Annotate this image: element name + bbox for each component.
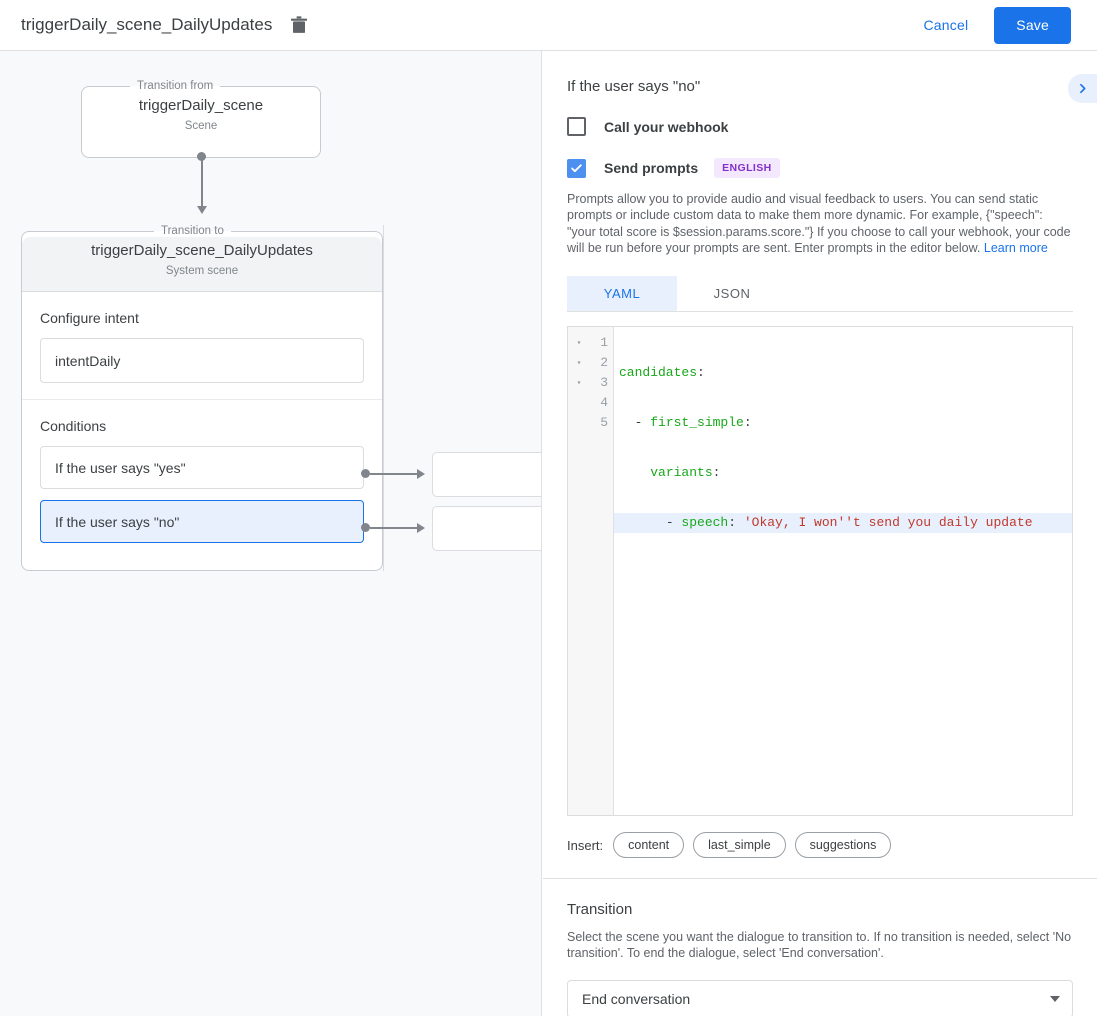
code-token-colon: : [728, 515, 744, 531]
tab-yaml[interactable]: YAML [567, 276, 677, 312]
code-dash: - [634, 415, 651, 431]
transition-to-name: triggerDaily_scene_DailyUpdates [91, 242, 313, 259]
cancel-button[interactable]: Cancel [910, 8, 983, 42]
transition-from-subtitle: Scene [184, 120, 218, 132]
transition-to-legend: Transition to [161, 225, 224, 237]
insert-chip-last-simple[interactable]: last_simple [693, 832, 786, 859]
fold-arrow-1[interactable]: ▾ [576, 339, 582, 349]
trash-icon[interactable] [286, 12, 312, 38]
fold-gutter: ▾ ▾ ▾ [568, 327, 590, 816]
tab-json[interactable]: JSON [713, 286, 751, 302]
code-token-key: variants [650, 465, 713, 481]
graph-panel: Transition from triggerDaily_scene Scene… [0, 51, 542, 1016]
prompts-description-text: Prompts allow you to provide audio and v… [567, 192, 1071, 255]
prompts-description: Prompts allow you to provide audio and v… [567, 191, 1073, 256]
edge-line-yes [370, 473, 418, 475]
transition-select-value: End conversation [582, 990, 691, 1007]
transition-to-subtitle: System scene [165, 265, 239, 277]
code-line-2: - first_simple: [614, 413, 1072, 433]
send-prompts-row[interactable]: Send prompts ENGLISH [567, 158, 1073, 178]
fold-arrow-2[interactable]: ▾ [576, 359, 582, 369]
code-token-colon: : [712, 465, 721, 481]
edge-arrow-no [417, 523, 425, 533]
code-line-1: candidates: [614, 363, 1072, 383]
insert-chip-suggestions[interactable]: suggestions [794, 832, 892, 859]
chevron-down-icon [1050, 995, 1060, 1002]
transition-select[interactable]: End conversation [567, 979, 1073, 1016]
transition-title: Transition [567, 901, 633, 919]
code-line-3: variants: [614, 463, 1072, 483]
connector-line [201, 157, 203, 209]
language-badge: ENGLISH [714, 158, 780, 178]
target-node-yes[interactable] [432, 452, 541, 497]
code-line-4: - speech: 'Okay, I won''t send you daily… [614, 513, 1072, 534]
details-panel: If the user says "no" Call your webhook … [543, 51, 1097, 1016]
line-number: 1 [600, 335, 608, 351]
send-prompts-checkbox[interactable] [567, 158, 586, 178]
line-number: 4 [600, 395, 608, 411]
save-button[interactable]: Save [994, 6, 1071, 44]
code-indent [619, 515, 666, 530]
transition-to-header[interactable]: triggerDaily_scene_DailyUpdates System s… [22, 233, 382, 292]
intent-field[interactable]: intentDaily [40, 338, 364, 383]
line-number-gutter: 1 2 3 4 5 [590, 327, 614, 816]
send-prompts-label: Send prompts [604, 160, 699, 176]
conditions-label: Conditions [40, 418, 107, 434]
format-tabs: YAML JSON [567, 276, 1073, 313]
line-number: 5 [600, 415, 608, 431]
edge-dot-no [361, 523, 370, 532]
code-indent [619, 415, 635, 430]
learn-more-link[interactable]: Learn more [983, 240, 1048, 255]
condition-item-no[interactable]: If the user says "no" [40, 500, 364, 543]
insert-chip-content[interactable]: content [613, 832, 685, 859]
code-dash: - [665, 515, 682, 531]
section-divider [543, 878, 1097, 880]
conditions-section: Conditions If the user says "yes" If the… [22, 400, 382, 559]
layout-guide [383, 225, 384, 571]
configure-intent-label: Configure intent [40, 310, 139, 326]
line-number: 3 [600, 375, 608, 391]
transition-from-node[interactable]: Transition from triggerDaily_scene Scene [81, 80, 321, 158]
insert-row: Insert: content last_simple suggestions [567, 832, 1073, 859]
page-title: triggerDaily_scene_DailyUpdates [21, 15, 273, 34]
code-token-key: first_simple [650, 415, 744, 431]
transition-section: Transition Select the scene you want the… [543, 901, 1097, 1016]
configure-intent-section: Configure intent intentDaily [22, 292, 382, 400]
code-line-5 [614, 563, 1072, 583]
code-content[interactable]: candidates: - first_simple: variants: - … [614, 327, 1072, 815]
code-token-key: candidates [619, 365, 698, 381]
transition-from-legend: Transition from [137, 80, 214, 92]
fold-arrow-3[interactable]: ▾ [576, 379, 582, 389]
transition-to-node: Transition to triggerDaily_scene_DailyUp… [21, 225, 383, 571]
edge-line-no [370, 527, 418, 529]
details-title: If the user says "no" [567, 78, 701, 95]
edge-dot-yes [361, 469, 370, 478]
transition-description: Select the scene you want the dialogue t… [567, 930, 1072, 961]
code-token-colon: : [743, 415, 752, 431]
chevron-right-icon[interactable] [1068, 74, 1097, 103]
connector-arrow [197, 206, 207, 214]
code-token-key: speech [681, 515, 729, 531]
code-token-string: 'Okay, I won''t send you daily update [743, 515, 1033, 531]
insert-label: Insert: [567, 837, 604, 853]
connector-dot [197, 152, 206, 161]
target-node-no[interactable] [432, 506, 541, 551]
details-header: If the user says "no" Call your webhook … [543, 51, 1097, 859]
line-number: 2 [600, 355, 608, 371]
webhook-row[interactable]: Call your webhook [567, 117, 1073, 136]
code-indent [619, 465, 650, 480]
condition-item-yes[interactable]: If the user says "yes" [40, 446, 364, 489]
transition-from-name: triggerDaily_scene [138, 97, 264, 114]
code-editor[interactable]: ▾ ▾ ▾ 1 2 3 4 5 candidates: - first_simp… [567, 326, 1073, 817]
webhook-label: Call your webhook [604, 118, 729, 135]
edge-arrow-yes [417, 469, 425, 479]
top-bar: triggerDaily_scene_DailyUpdates Cancel S… [0, 0, 1097, 51]
code-token-colon: : [697, 365, 705, 381]
webhook-checkbox[interactable] [567, 117, 586, 136]
